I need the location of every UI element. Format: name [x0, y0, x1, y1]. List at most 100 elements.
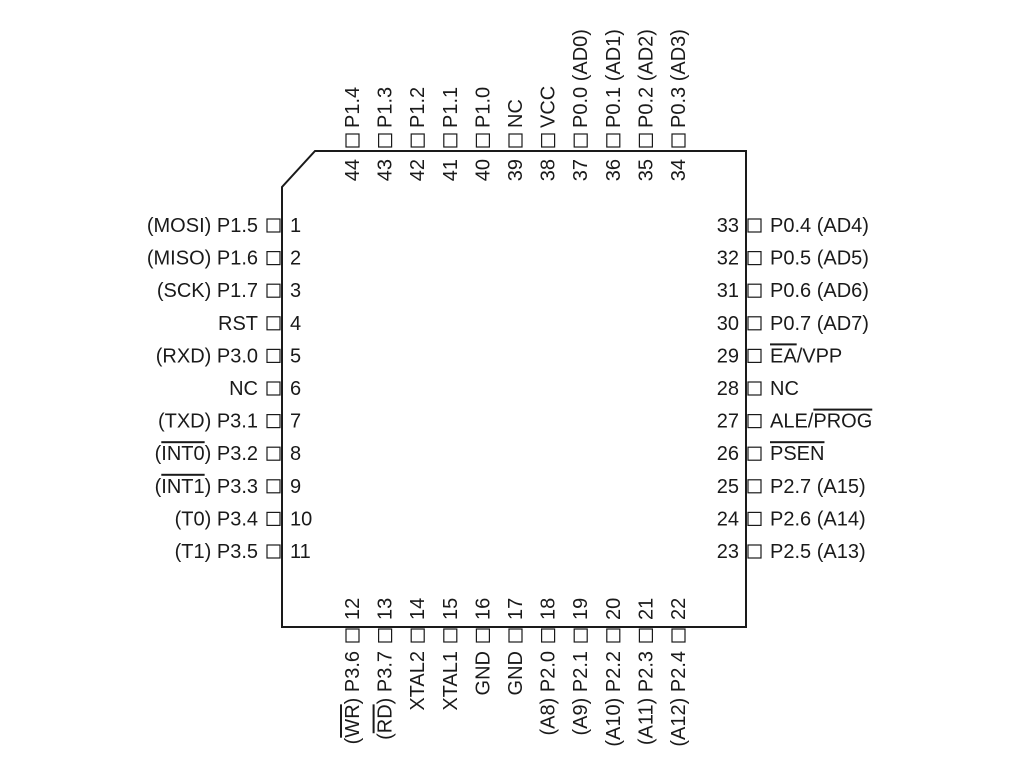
pin-number: 36 [603, 159, 625, 181]
pin-pad [747, 446, 762, 461]
pin-label: (RD) P3.7 [375, 651, 397, 740]
pin-number: 5 [290, 345, 301, 367]
pin-label: P0.5 (AD5) [770, 248, 869, 270]
pin-number: 20 [603, 598, 625, 620]
pin-label: XTAL1 [440, 651, 462, 711]
pin-label: P0.3 (AD3) [668, 29, 690, 128]
pin-pad [266, 348, 281, 363]
left-pin-row: 1(MOSI) P1.52(MISO) P1.63(SCK) P1.74RST5… [147, 215, 312, 563]
pin-6: 6NC [229, 378, 301, 400]
pin-number: 39 [505, 159, 527, 181]
pin-number: 34 [668, 159, 690, 181]
pin-label: NC [505, 99, 527, 128]
pin-label: P0.6 (AD6) [770, 280, 869, 302]
pin-pad [266, 283, 281, 298]
pin-number: 2 [290, 248, 301, 270]
pin-number: 14 [407, 598, 429, 620]
pin-20: 20(A10) P2.2 [603, 598, 625, 747]
pin-pad [747, 479, 762, 494]
pin-pad [573, 133, 588, 148]
pin-label: (MISO) P1.6 [147, 248, 258, 270]
pin-pad [606, 133, 621, 148]
pin-7: 7 (TXD) P3.1 [158, 411, 301, 433]
pin-pad [573, 628, 588, 643]
top-pin-row: 44P1.443P1.342P1.241P1.140P1.039NC38VCC3… [342, 29, 690, 181]
bottom-pin-row: 12(WR) P3.613(RD) P3.714XTAL215XTAL116GN… [342, 598, 690, 747]
pin-label: P0.4 (AD4) [770, 215, 869, 237]
pin-pad [747, 414, 762, 429]
pin-pad [266, 511, 281, 527]
pin-label: P1.2 [407, 87, 429, 128]
pin-18: 18(A8) P2.0 [538, 598, 560, 736]
pin-number: 43 [375, 159, 397, 181]
pin-pad [747, 544, 762, 559]
pin-3: 3(SCK) P1.7 [157, 280, 301, 302]
pin-number: 1 [290, 215, 301, 237]
pin-number: 9 [290, 476, 301, 498]
pin-24: 24 P2.6 (A14) [717, 508, 866, 530]
pin-label: (A12) P2.4 [668, 651, 690, 747]
pin-pad [443, 628, 458, 643]
pin-pad [540, 628, 556, 643]
pin-22: 22(A12) P2.4 [668, 598, 690, 747]
pin-pad [443, 133, 458, 148]
pin-pad [266, 381, 281, 396]
pin-number: 38 [538, 159, 560, 181]
pin-5: 5 (RXD) P3.0 [156, 345, 301, 367]
pin-number: 8 [290, 443, 301, 465]
pin-pad [266, 414, 281, 429]
pin-19: 19(A9) P2.1 [570, 598, 592, 736]
pin-pad [410, 133, 425, 148]
pin-pad [508, 133, 523, 148]
pin-pad [747, 348, 762, 363]
pin-label: P2.6 (A14) [770, 508, 866, 530]
pin-number: 7 [290, 411, 301, 433]
pin-label: (A11) P2.3 [635, 651, 657, 745]
pin-pad [747, 251, 762, 266]
pin-label: P2.7 (A15) [770, 476, 866, 498]
pin-label: GND [472, 651, 494, 695]
pin-39: 39 NC [505, 99, 527, 181]
pin-number: 37 [570, 159, 592, 181]
pin-number: 6 [290, 378, 301, 400]
pin-label: (WR) P3.6 [342, 651, 364, 744]
pin-pad [747, 283, 762, 298]
pin-pad [475, 628, 490, 643]
pin-8: 8 (INT0) P3.2 [155, 443, 302, 465]
pin-label: (TXD) P3.1 [158, 411, 258, 433]
pin-number: 31 [717, 280, 739, 302]
pin-number: 23 [717, 541, 739, 563]
pin-pad [266, 316, 281, 331]
pin-number: 3 [290, 280, 301, 302]
pin-label: P0.7 (AD7) [770, 313, 869, 335]
pin-label: P1.4 [342, 87, 364, 128]
pin-number: 21 [635, 598, 657, 620]
pin-label: (RXD) P3.0 [156, 345, 258, 367]
pin-label: P0.1 (AD1) [603, 29, 625, 128]
pin-label: (T0) P3.4 [175, 508, 258, 530]
pin-label: PSEN [770, 443, 824, 465]
pin-9: 9 (INT1) P3.3 [155, 476, 302, 498]
pin-label: NC [770, 378, 799, 400]
pin-number: 42 [407, 159, 429, 181]
pin-pad [266, 544, 281, 559]
pin-label: (INT1) P3.3 [155, 476, 258, 498]
pin-pad [638, 628, 654, 643]
pin-label: (INT0) P3.2 [155, 443, 258, 465]
pin-number: 24 [717, 508, 739, 530]
pin-label: (A8) P2.0 [538, 651, 560, 735]
pin-label: (MOSI) P1.5 [147, 215, 258, 237]
pin-pad [345, 133, 360, 148]
